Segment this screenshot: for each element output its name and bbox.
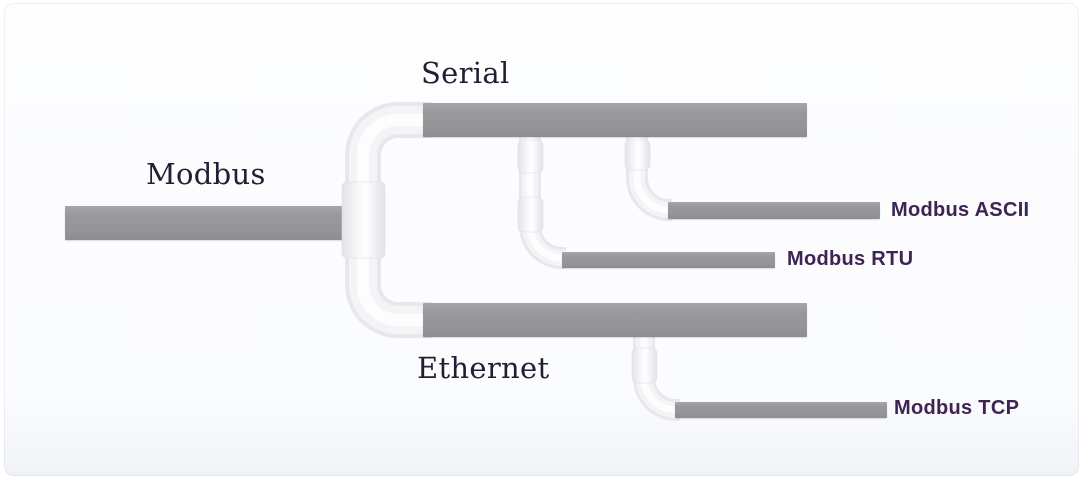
- modbus-rtu-bar: [562, 252, 775, 268]
- rtu-pipe-lower-sleeve: [517, 196, 544, 233]
- tcp-pipe-sleeve: [631, 347, 658, 384]
- ethernet-bar: [423, 303, 807, 337]
- splitter-coupling-sleeve: [341, 181, 386, 259]
- modbus-tcp-bar: [675, 402, 887, 418]
- modbus-ascii-bar: [668, 202, 880, 219]
- modbus-bar: [65, 206, 346, 240]
- serial-to-ascii-pipe: [626, 134, 672, 221]
- serial-bar: [423, 103, 807, 137]
- rtu-pipe-upper-sleeve: [517, 139, 544, 174]
- modbus-label: Modbus: [146, 157, 266, 191]
- ethernet-label: Ethernet: [417, 351, 550, 385]
- modbus-ascii-label: Modbus ASCII: [891, 199, 1030, 221]
- modbus-rtu-label: Modbus RTU: [787, 248, 914, 270]
- modbus-tcp-label: Modbus TCP: [894, 397, 1020, 419]
- ascii-pipe-sleeve: [624, 139, 651, 171]
- serial-label: Serial: [421, 56, 510, 90]
